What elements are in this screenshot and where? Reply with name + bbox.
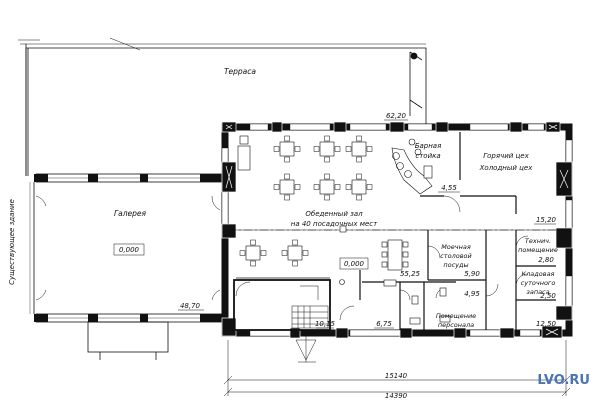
dimension-lines	[223, 340, 571, 397]
label-bar-2: стойка	[415, 152, 440, 160]
chair	[284, 135, 290, 142]
label-dishwash-1: Моечная	[441, 243, 471, 251]
label-hot-shop: Горячий цех	[483, 152, 529, 160]
chair	[356, 135, 362, 142]
dimension-outer: 14390	[385, 392, 408, 400]
gallery-columns	[34, 174, 222, 322]
label-bar-1: Барная	[415, 142, 442, 150]
chair	[345, 184, 352, 190]
table-grid	[245, 141, 367, 261]
label-gallery: Галерея	[114, 209, 147, 218]
watermark-logo: LVO.RU	[537, 373, 590, 388]
misc-elements	[237, 135, 451, 325]
chair	[313, 146, 320, 152]
label-dining-hall-1: Обеденный зал	[305, 210, 363, 218]
chair	[345, 146, 352, 152]
chair	[250, 239, 256, 246]
label-cold-shop: Холодный цех	[479, 164, 534, 172]
area-bar: 4,55	[441, 184, 457, 192]
chair	[302, 250, 309, 256]
level-gallery: 0,000	[119, 246, 140, 254]
chair	[313, 184, 320, 190]
label-existing-building: Существующее здание	[8, 199, 16, 285]
label-storage-1: Кладовая	[522, 270, 555, 278]
chair	[324, 135, 330, 142]
dimension-inner: 15140	[385, 372, 408, 380]
chair	[356, 156, 362, 163]
chair	[281, 250, 288, 256]
level-box-gallery	[113, 243, 145, 256]
chair	[366, 184, 373, 190]
label-tech-2: помещение	[518, 246, 558, 254]
label-terrace: Терраса	[224, 67, 256, 76]
interior-doors	[235, 195, 529, 321]
long-table	[381, 239, 409, 271]
chair	[356, 173, 362, 180]
label-tech-1: Технич.	[525, 237, 551, 245]
chair	[292, 239, 298, 246]
chair	[324, 194, 330, 201]
terrace-outline	[18, 37, 427, 176]
chair	[356, 194, 362, 201]
label-staff-2: персонала	[438, 321, 474, 329]
dining-tables	[245, 141, 367, 261]
chair	[324, 156, 330, 163]
window-openings	[221, 123, 573, 337]
label-storage-2: суточного	[521, 279, 556, 287]
area-staff: 12,50	[536, 320, 557, 328]
label-storage-3: запаса	[526, 288, 549, 296]
chair	[334, 184, 341, 190]
label-dishwash-3: посуды	[443, 261, 468, 269]
chair	[284, 173, 290, 180]
chair	[324, 173, 330, 180]
chair	[273, 184, 280, 190]
chair	[284, 194, 290, 201]
level-box-hall	[339, 257, 369, 270]
area-tech: 2,80	[538, 256, 554, 264]
area-hot-cold: 15,20	[536, 216, 557, 224]
label-staff-1: Помещение	[436, 312, 476, 320]
building-columns	[221, 121, 573, 339]
chair	[294, 184, 301, 190]
chair	[273, 146, 280, 152]
bar-counter	[391, 138, 433, 195]
label-dishwash-2: столовой	[440, 252, 472, 260]
chair	[239, 250, 246, 256]
interior-partitions	[233, 132, 556, 331]
chair	[292, 260, 298, 267]
chair	[366, 146, 373, 152]
dining-chairs	[239, 135, 373, 267]
area-dishwash: 5,90	[464, 270, 480, 278]
area-gallery: 48,70	[180, 302, 201, 310]
chair	[334, 146, 341, 152]
area-stair: 10,15	[315, 320, 336, 328]
area-underlines	[178, 119, 556, 329]
chair	[294, 146, 301, 152]
chair	[250, 260, 256, 267]
area-wc: 4,95	[464, 290, 480, 298]
area-vestibule: 6,75	[376, 320, 392, 328]
chair	[260, 250, 267, 256]
level-hall: 0,000	[344, 260, 365, 268]
gallery-walls	[29, 173, 225, 360]
area-dining: 62,20	[386, 112, 407, 120]
stair-room-marks	[300, 285, 319, 300]
area-corridor: 55,25	[400, 270, 421, 278]
chair	[284, 156, 290, 163]
stair	[291, 305, 329, 363]
label-dining-hall-2: на 40 посадочных мест	[291, 220, 378, 228]
gallery-doors	[35, 195, 221, 301]
area-storage: 2,50	[540, 292, 556, 300]
